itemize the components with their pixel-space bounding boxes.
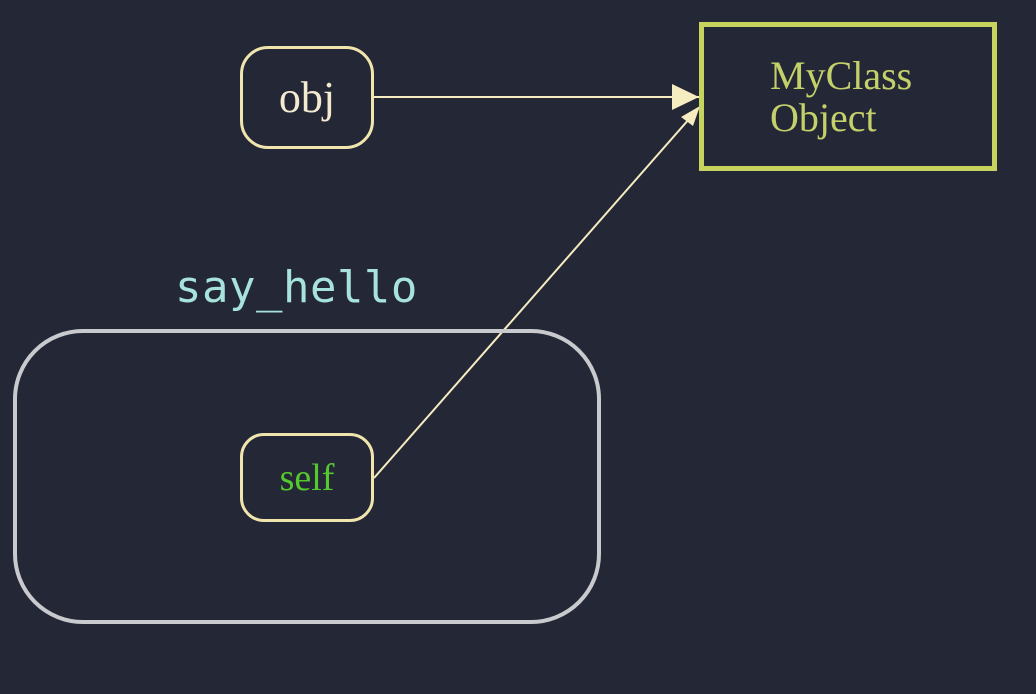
object-label-line2: Object (770, 95, 877, 140)
say-hello-frame (13, 329, 601, 624)
myclass-object-node: MyClass Object (699, 22, 997, 171)
self-arrowhead (681, 106, 700, 126)
object-label-line1: MyClass (770, 53, 913, 98)
self-variable-node: self (240, 433, 374, 522)
frame-title: say_hello (175, 262, 418, 313)
obj-arrowhead (672, 84, 699, 110)
self-label: self (279, 456, 335, 499)
obj-label: obj (278, 73, 336, 122)
obj-variable-node: obj (240, 46, 374, 149)
self-to-object-arrow (373, 109, 698, 479)
